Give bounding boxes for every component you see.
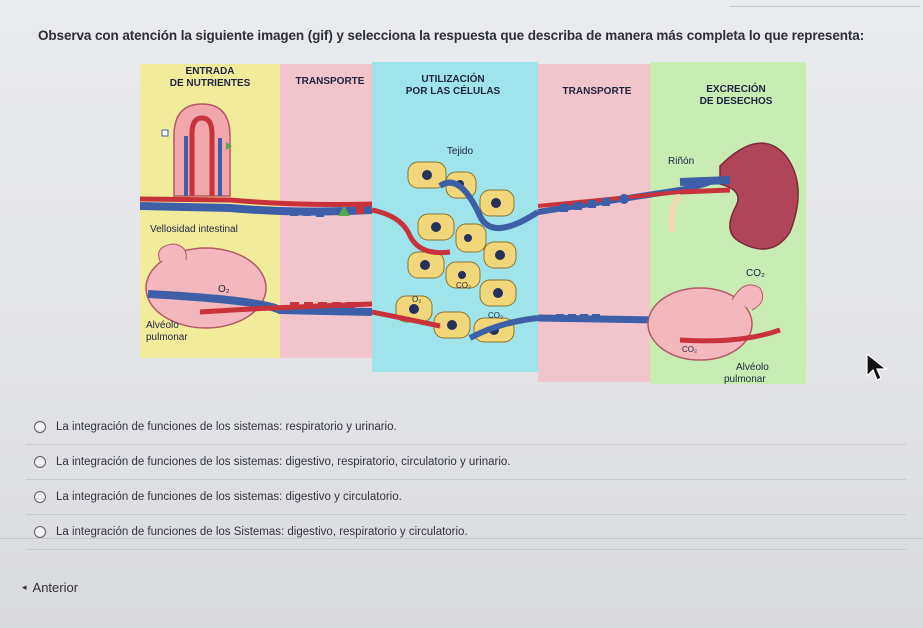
mouse-pointer-icon — [865, 352, 891, 387]
header-utilizacion-1: UTILIZACIÓN — [421, 72, 484, 85]
option-2[interactable]: La integración de funciones de los siste… — [26, 445, 906, 480]
waste-particles-right — [560, 194, 629, 212]
panel-transporte-right — [538, 64, 650, 382]
tissue-cells — [395, 161, 517, 343]
intestinal-villus-icon — [161, 103, 232, 197]
radio-option-2[interactable] — [34, 456, 46, 468]
kidney-icon — [668, 142, 799, 250]
header-excrecion-1: EXCRECIÓN — [706, 82, 765, 95]
option-1-label: La integración de funciones de los siste… — [56, 421, 397, 433]
radio-option-3[interactable] — [34, 491, 46, 503]
label-co2-bubble: CO₂ — [682, 345, 697, 354]
header-entrada-1: ENTRADA — [186, 66, 235, 77]
label-alveolo-left-1: Alvéolo — [146, 320, 179, 331]
footer-divider — [0, 538, 923, 539]
radio-option-1[interactable] — [34, 421, 46, 433]
option-3-label: La integración de funciones de los siste… — [56, 491, 402, 503]
lung-alveolus-right-icon — [647, 284, 781, 361]
co2-particles-right — [556, 314, 600, 320]
label-o2-cell: O₂ — [412, 295, 421, 304]
option-2-label: La integración de funciones de los siste… — [56, 456, 511, 468]
oxygen-particles-left — [290, 302, 355, 308]
label-rinon: Riñón — [668, 156, 694, 167]
answer-options: La integración de funciones de los siste… — [26, 410, 906, 550]
label-o2-alveolus: O₂ — [218, 284, 230, 295]
label-alveolo-left-2: pulmonar — [146, 332, 188, 343]
header-excrecion-2: DE DESECHOS — [700, 96, 773, 107]
header-transporte-left: TRANSPORTE — [296, 76, 365, 87]
radio-option-4[interactable] — [34, 526, 46, 538]
nutrient-particles-left — [290, 206, 364, 217]
option-1[interactable]: La integración de funciones de los siste… — [26, 410, 906, 445]
body-systems-diagram: ENTRADA DE NUTRIENTES TRANSPORTE UTILIZA… — [140, 56, 808, 388]
label-tejido: Tejido — [447, 146, 474, 157]
label-vellosidad: Vellosidad intestinal — [150, 224, 238, 235]
top-divider — [730, 6, 920, 7]
previous-label: Anterior — [32, 580, 79, 595]
option-4-label: La integración de funciones de los Siste… — [56, 526, 468, 538]
label-co2-mid: CO₂ — [488, 311, 503, 320]
label-alveolo-right-2: pulmonar — [724, 374, 766, 385]
option-3[interactable]: La integración de funciones de los siste… — [26, 480, 906, 515]
question-text: Observa con atención la siguiente imagen… — [38, 28, 865, 43]
option-4[interactable]: La integración de funciones de los Siste… — [26, 515, 906, 550]
header-transporte-right: TRANSPORTE — [563, 86, 632, 97]
header-utilizacion-2: POR LAS CÉLULAS — [406, 84, 501, 97]
label-co2-right: CO₂ — [746, 268, 765, 279]
previous-button[interactable]: ◂ Anterior — [22, 580, 78, 595]
label-co2-cell: CO₂ — [456, 281, 471, 290]
chevron-left-icon: ◂ — [22, 582, 27, 592]
header-entrada-2: DE NUTRIENTES — [170, 78, 251, 89]
label-alveolo-right-1: Alvéolo — [736, 362, 769, 373]
